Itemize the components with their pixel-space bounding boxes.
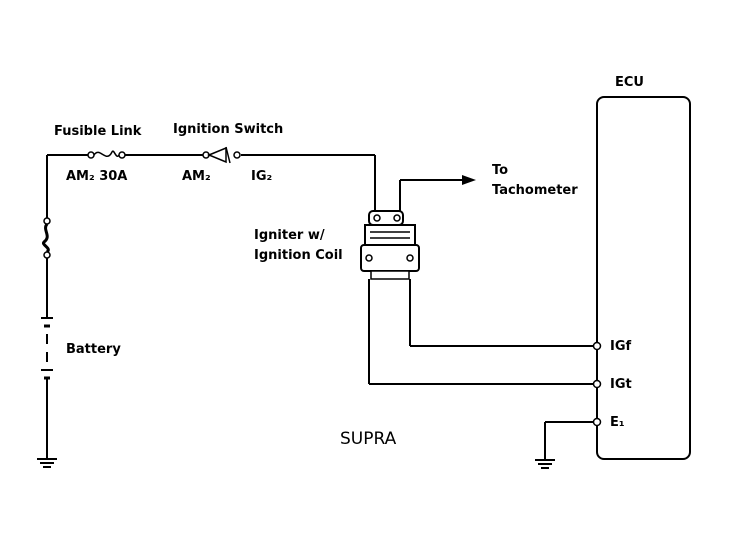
diagram-caption: SUPRA <box>340 429 397 449</box>
am2-label: AM₂ <box>182 169 211 184</box>
battery-ground-icon <box>37 458 57 468</box>
ecu-pin-label-igf: IGf <box>610 339 632 354</box>
igniter-ecu-wires <box>368 279 597 385</box>
tachometer-label: Tachometer <box>492 183 578 198</box>
ignition-switch-symbol <box>202 146 241 164</box>
am2-30a-label: AM₂ 30A <box>66 169 127 184</box>
ecu-pin-label-e1: E₁ <box>610 415 625 430</box>
battery-label: Battery <box>66 342 121 357</box>
igniter-label-line2: Ignition Coil <box>254 248 343 263</box>
ecu-title: ECU <box>615 75 644 90</box>
ecu-pin-igf <box>592 341 602 351</box>
battery-symbol <box>41 258 53 458</box>
ecu-pin-e1 <box>592 417 602 427</box>
igniter-label-line1: Igniter w/ <box>254 228 325 243</box>
igniter-symbol <box>360 210 420 280</box>
ig2-label: IG₂ <box>251 169 272 184</box>
ecu-box <box>592 96 691 460</box>
tachometer-wire <box>399 175 476 211</box>
ecu-pin-igt <box>592 379 602 389</box>
ignition-switch-label: Ignition Switch <box>173 122 283 137</box>
e1-ground-wire <box>535 421 597 469</box>
to-label: To <box>492 163 508 178</box>
fusible-link-symbol <box>87 150 126 159</box>
fusible-link-label: Fusible Link <box>54 124 142 139</box>
ecu-pin-label-igt: IGt <box>610 377 632 392</box>
main-power-wire <box>46 154 376 218</box>
left-fuse-symbol <box>41 217 51 259</box>
